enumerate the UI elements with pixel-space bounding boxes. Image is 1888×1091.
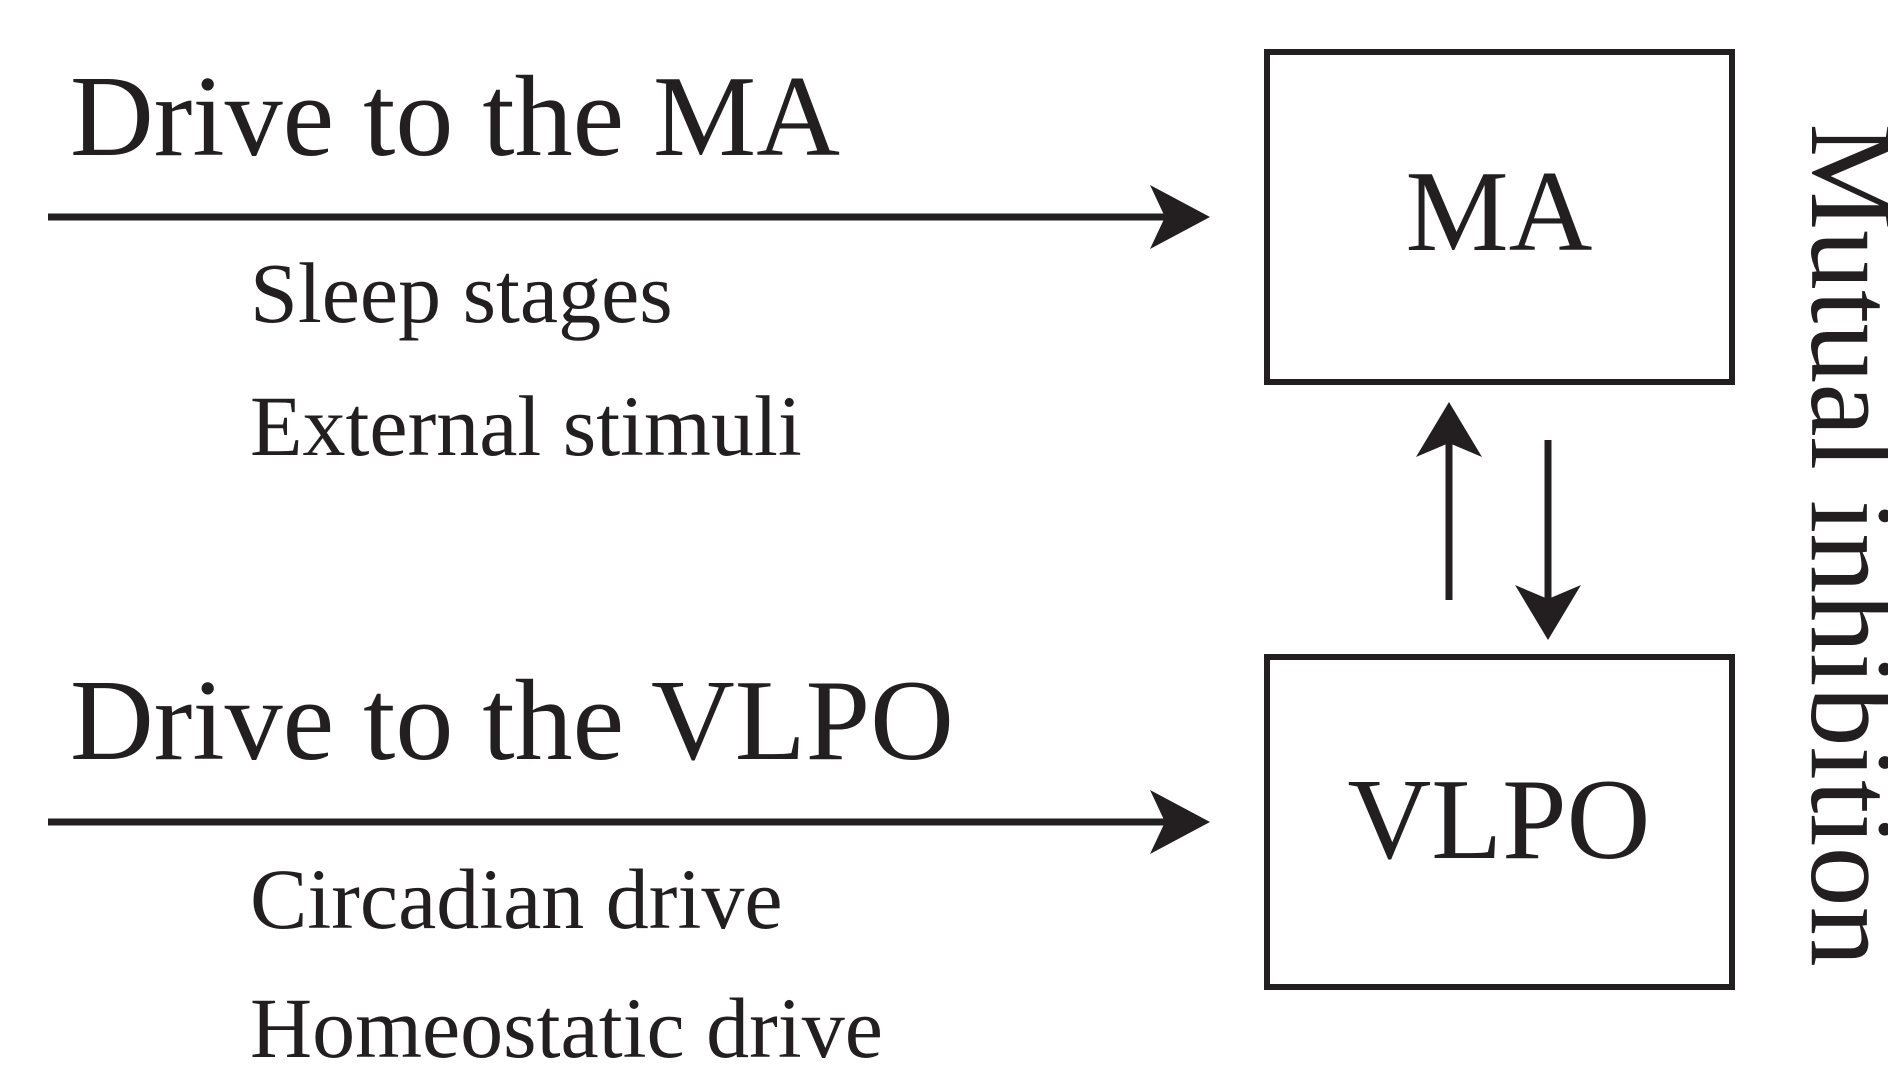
mutual-inhibition-label: Mutual inhibition (1786, 123, 1888, 966)
vlpo-drive-arrowhead (1150, 790, 1210, 854)
ma-drive-item-external-stimuli: External stimuli (250, 378, 802, 474)
ma-drive-title: Drive to the MA (70, 53, 840, 181)
ma-box (1264, 49, 1735, 385)
vlpo-drive-item-homeostatic: Homeostatic drive (250, 980, 883, 1076)
vlpo-drive-item-circadian: Circadian drive (250, 851, 783, 947)
vlpo-drive-title: Drive to the VLPO (70, 657, 954, 785)
vlpo-box (1264, 654, 1735, 990)
ma-to-vlpo-arrowhead (1515, 585, 1581, 640)
ma-box-label: MA (1406, 148, 1593, 276)
ma-drive-arrowhead (1150, 185, 1210, 249)
ma-drive-item-sleep-stages: Sleep stages (250, 245, 673, 341)
vlpo-to-ma-arrowhead (1416, 402, 1482, 457)
vlpo-box-label: VLPO (1348, 756, 1651, 884)
